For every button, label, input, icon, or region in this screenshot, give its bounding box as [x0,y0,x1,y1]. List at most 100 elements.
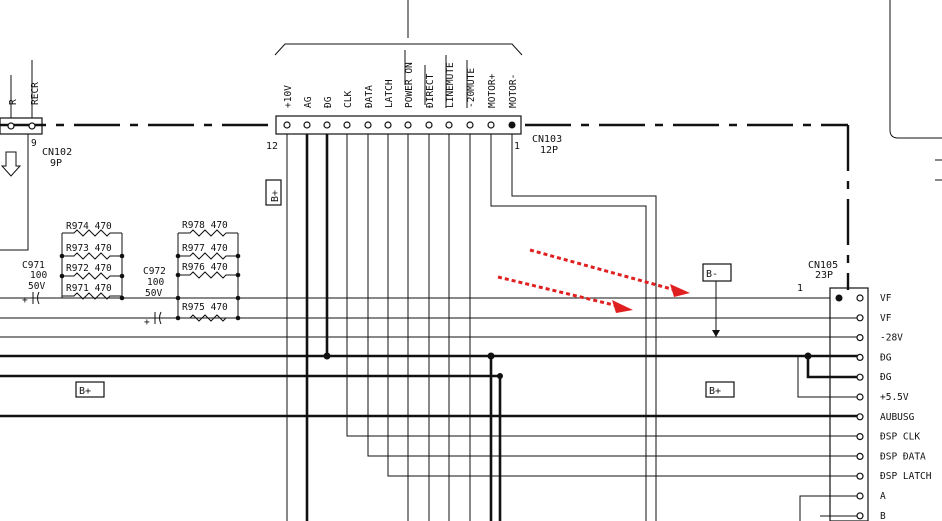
resistor-label: R975 470 [182,302,228,313]
cn103-signal-label: ÐG [323,96,334,108]
c972-plate-curved [159,311,162,325]
cn105-signal-label: ÐSP LATCH [880,471,932,482]
resistor-symbol [178,229,238,237]
cn103-signal-label: LATCH [384,79,395,108]
cn105-signal-label: VF [880,293,892,304]
cn103-pin [323,121,331,129]
cn105-pin [856,512,864,520]
b-minus-label: B- [706,269,718,280]
b-plus-label: B+ [79,386,91,397]
cn103-signal-label: +10V [283,85,294,108]
junction-dot [235,272,241,278]
cn105-signal-label: ÐG [880,352,892,363]
frame-corner [889,0,942,139]
cn103-pin-last: 12 [266,141,278,152]
cn105-pin [856,353,864,361]
cn102-pin-number: 9 [31,138,37,149]
cn105-pin [856,334,864,342]
resistor-symbol [178,314,238,322]
cn103-pin [303,121,311,129]
c972-ref: C972 [143,266,166,277]
junction-dot [175,295,181,301]
cn105-signal-label: A [880,491,886,502]
resistor-symbol [62,272,122,280]
cn103-pin [384,121,392,129]
cn105-signal-label: VF [880,313,892,324]
junction-dot [487,352,495,360]
cn105-pin [856,492,864,500]
cn103-bracket [274,43,523,56]
resistor-label: R977 470 [182,243,228,254]
junction-dot [497,373,503,379]
cn102-connector [0,117,43,135]
cn103-signal-label: -20MUTE [466,68,477,108]
cn105-pin [835,294,843,302]
wire-data [367,134,860,457]
junction-dot [235,295,241,301]
cn102-pin [7,122,15,130]
junction-dot [175,253,181,259]
resistor-symbol [178,271,238,279]
c972-value: 100 [147,277,164,288]
c971-plus-icon: + [22,295,28,306]
b-plus-label: B+ [709,386,721,397]
cn102-lead [0,134,29,251]
cn105-connector [829,287,869,521]
cn105-pin [856,393,864,401]
junction-dot [175,272,181,278]
c971-voltage: 50V [28,281,45,292]
cn103-pin [445,121,453,129]
annotation-arrow-1 [529,248,676,292]
cn102-signal-recr: RECR [30,82,41,105]
cn103-pins: 12P [540,145,558,156]
cn103-pin [283,121,291,129]
cn105-pin [856,452,864,460]
cn102-pins: 9P [50,158,62,169]
cn103-pin [404,121,412,129]
cn105-signal-label: ÐSP ÐATA [880,451,926,462]
resistor-symbol [62,292,122,300]
cn103-signal-label: ÐATA [364,85,375,108]
cn103-pin [364,121,372,129]
annotation-arrow-2 [497,275,619,308]
cn105-ref: CN105 [808,260,838,271]
junction-dot [235,253,241,259]
cn105-pin [856,314,864,322]
resistor-symbol [62,229,122,237]
c971-plate-curved [37,291,40,305]
cn105-pins: 23P [815,270,833,281]
cn103-pin [466,121,474,129]
cn103-pin [425,121,433,129]
annotation-arrowhead-icon [612,300,633,313]
cn105-pin [856,373,864,381]
cn103-signal-label: AG [303,96,314,108]
cn105-pin [856,433,864,441]
cn102-ref: CN102 [42,147,72,158]
capacitor-c971: C971 100 50V + [0,260,62,306]
cn102-signal-r: R [8,99,19,105]
resistor-label: R971 470 [66,283,112,294]
signal-arrow-icon [0,151,22,177]
cn103-pin-first: 1 [514,141,520,152]
junction-dot [119,295,125,301]
resistor-label: R978 470 [182,220,228,231]
junction-dot [235,315,241,321]
wire-clk [346,134,860,437]
cn103-signal-label: MOTOR+ [487,73,498,108]
cn103-signal-label: ÐIRECT [425,73,436,108]
junction-dot [59,253,65,259]
b-plus-flag-left [75,381,105,398]
resistor-label: R973 470 [66,243,112,254]
arrowhead-icon [712,330,720,337]
cn102-pin [28,122,36,130]
cn103-signal-label: MOTOR- [508,74,519,108]
cn105-pin [856,413,864,421]
resistor-label: R972 470 [66,263,112,274]
cn103-ref: CN103 [532,134,562,145]
cn103-pin [487,121,495,129]
junction-dot [59,273,65,279]
